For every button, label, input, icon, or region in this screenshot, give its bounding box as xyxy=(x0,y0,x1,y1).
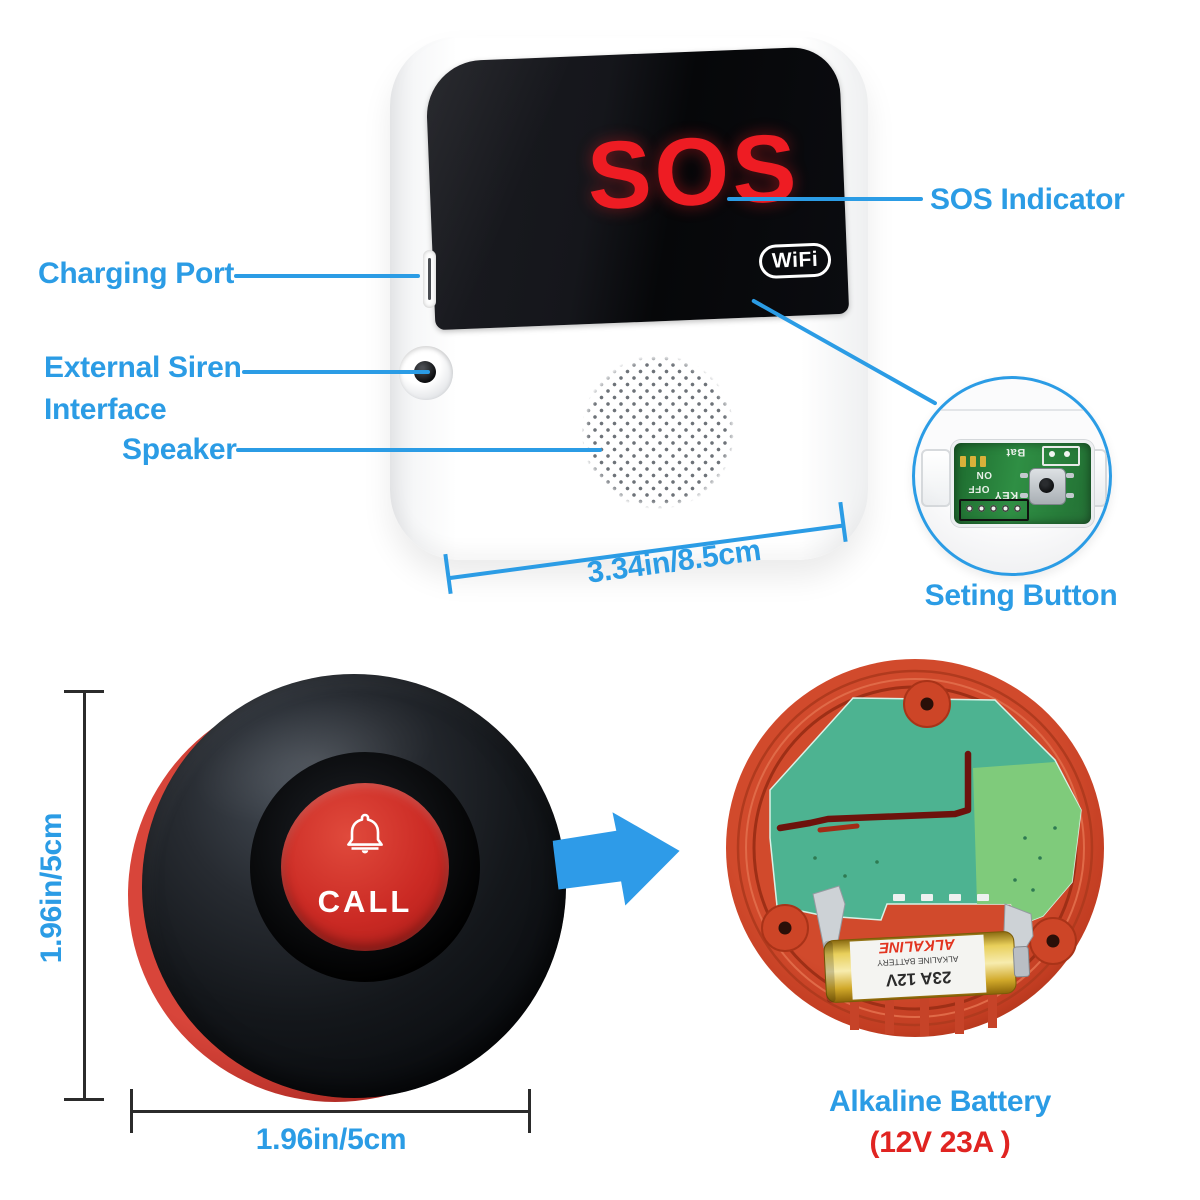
inset-left-latch xyxy=(921,449,951,507)
device-screen: SOS WiFi xyxy=(424,45,850,331)
width-dimension-label: 1.96in/5cm xyxy=(255,1123,407,1156)
setting-button-inset: Bat ON OFF KEY xyxy=(912,376,1112,576)
width-dimension-tick-right xyxy=(528,1089,531,1133)
pcb-right-section xyxy=(973,762,1081,926)
alkaline-battery-label: Alkaline Battery xyxy=(829,1085,1051,1118)
svg-text:ALKALINE: ALKALINE xyxy=(878,935,957,956)
charging-port-leader-line xyxy=(234,274,420,278)
switch-leg xyxy=(1066,473,1074,478)
antenna-trace xyxy=(817,823,860,833)
right-arrow-icon xyxy=(551,808,683,911)
antenna-slot xyxy=(776,750,972,832)
height-dimension-cap-bottom xyxy=(64,1098,104,1101)
call-button-text: CALL xyxy=(317,884,413,919)
call-button-red-pad xyxy=(281,783,449,951)
height-dimension-cap-top xyxy=(64,690,104,693)
solder-pads xyxy=(893,894,989,901)
screw-post xyxy=(761,680,1077,965)
battery-spec-label: (12V 23A ) xyxy=(869,1126,1011,1159)
battery-clip-left xyxy=(812,885,846,949)
speaker-leader-line xyxy=(236,448,602,452)
inset-device-edge xyxy=(915,409,1109,411)
setting-tact-switch xyxy=(1029,468,1066,505)
switch-leg xyxy=(1066,493,1074,498)
battery-label-text: 23A 12V ALKALINE BATTERY ALKALINE xyxy=(877,935,959,990)
device-width-dimension-tick-left xyxy=(443,553,453,595)
charging-port-slot xyxy=(423,250,436,308)
external-siren-label-line1: External Siren xyxy=(44,351,242,384)
battery-connector xyxy=(1042,446,1080,466)
wifi-logo: WiFi xyxy=(758,242,832,280)
pcb-pin-holes xyxy=(959,499,1029,521)
height-dimension-line xyxy=(83,692,86,1100)
external-siren-leader-line xyxy=(242,370,430,374)
width-dimension-line xyxy=(131,1110,531,1113)
inset-shading xyxy=(915,379,1109,573)
switch-leg xyxy=(1020,473,1028,478)
inset-pcb-window: Bat ON OFF KEY xyxy=(951,440,1094,527)
button-back-assembly: 23A 12V ALKALINE BATTERY ALKALINE xyxy=(726,659,1104,1037)
setting-button-label: Seting Button xyxy=(924,579,1118,612)
svg-text:ALKALINE BATTERY: ALKALINE BATTERY xyxy=(877,954,959,968)
external-siren-label-line2: Interface xyxy=(44,393,167,426)
sos-indicator-label: SOS Indicator xyxy=(930,183,1125,216)
speaker-grille xyxy=(582,352,734,512)
battery: 23A 12V ALKALINE BATTERY ALKALINE xyxy=(823,931,1031,1003)
charging-port-label: Charging Port xyxy=(38,257,235,290)
svg-text:23A 12V: 23A 12V xyxy=(885,967,952,989)
switch-leg xyxy=(1020,493,1028,498)
pcb-vias xyxy=(813,826,1057,892)
sos-display-text: SOS xyxy=(585,114,802,230)
height-dimension-label: 1.96in/5cm xyxy=(35,812,68,964)
width-dimension-tick-left xyxy=(130,1089,133,1133)
bell-icon xyxy=(347,813,383,854)
sos-indicator-leader-line xyxy=(727,197,923,201)
speaker-label: Speaker xyxy=(122,433,237,466)
case-ribs xyxy=(850,988,997,1036)
